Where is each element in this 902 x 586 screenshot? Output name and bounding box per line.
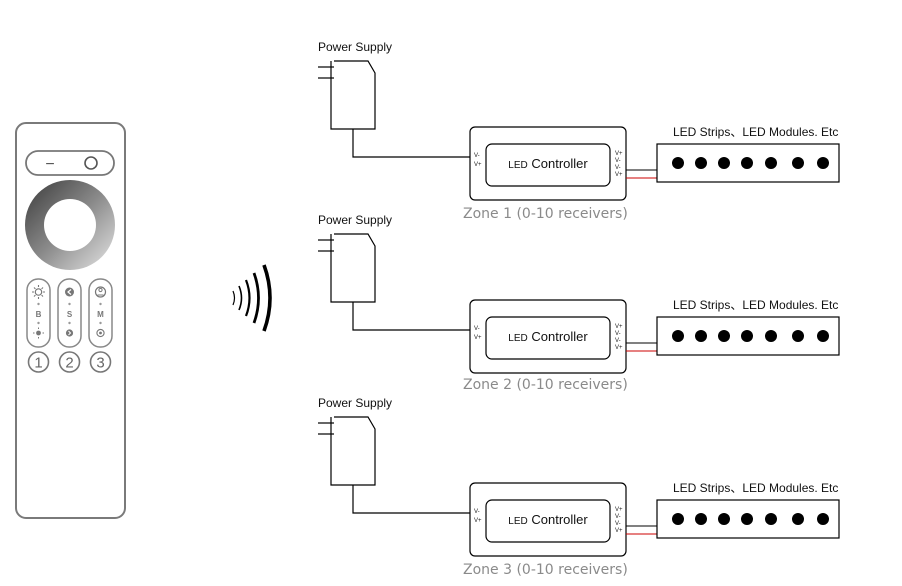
brightness-button[interactable]: B bbox=[26, 278, 51, 348]
output-pin-label: V- bbox=[615, 165, 621, 171]
zones: Power Supply LED Controller V- V+ V+ V- … bbox=[318, 40, 840, 578]
output-pin-label: V- bbox=[615, 514, 621, 520]
power-supply-label: Power Supply bbox=[318, 396, 392, 410]
led-dot bbox=[765, 330, 777, 342]
zone-2: Power Supply LED Controller V- V+ V+ V- … bbox=[318, 213, 840, 393]
mode-icon bbox=[94, 286, 107, 298]
led-dot bbox=[695, 330, 707, 342]
led-controller: LED Controller V- V+ V+ V- V- V+ bbox=[469, 126, 627, 201]
input-wire bbox=[352, 485, 470, 514]
led-dot bbox=[695, 157, 707, 169]
zone-1-button[interactable]: 1 bbox=[27, 351, 50, 373]
input-pin-label: V- bbox=[474, 326, 480, 332]
led-strip bbox=[656, 143, 840, 183]
input-pin-label: V+ bbox=[474, 335, 482, 341]
output-pin-label: V+ bbox=[615, 324, 623, 330]
speed-up-icon bbox=[65, 287, 74, 297]
led-dot bbox=[741, 330, 753, 342]
power-supply-label: Power Supply bbox=[318, 213, 392, 227]
speed-down-icon bbox=[65, 329, 74, 337]
led-dot bbox=[792, 330, 804, 342]
power-supply bbox=[318, 416, 376, 486]
wireless-signal-icon bbox=[232, 264, 272, 332]
led-dot bbox=[718, 513, 730, 525]
output-pin-label: V+ bbox=[615, 151, 623, 157]
led-dot bbox=[672, 330, 684, 342]
output-pin-label: V- bbox=[615, 338, 621, 344]
led-dot bbox=[672, 513, 684, 525]
color-temperature-wheel[interactable] bbox=[25, 180, 115, 270]
input-pin-label: V- bbox=[474, 509, 480, 515]
led-dot bbox=[792, 513, 804, 525]
speed-button[interactable]: S bbox=[57, 278, 82, 348]
zone-label: Zone 1 (0-10 receivers) bbox=[463, 206, 628, 222]
output-pin-label: V+ bbox=[615, 528, 623, 534]
input-wire bbox=[352, 302, 470, 331]
led-dot bbox=[741, 157, 753, 169]
led-dot bbox=[741, 513, 753, 525]
zone-buttons: 1 2 3 bbox=[27, 351, 112, 373]
zone-2-number: 2 bbox=[65, 355, 73, 372]
zone-1-number: 1 bbox=[34, 355, 42, 372]
remote-function-buttons: B S bbox=[26, 278, 113, 348]
power-button[interactable]: − bbox=[25, 150, 115, 176]
output-wires bbox=[626, 525, 657, 535]
power-supply bbox=[318, 60, 376, 130]
led-dot bbox=[817, 157, 829, 169]
controller-label: LED Controller bbox=[508, 329, 588, 344]
mode-letter: M bbox=[97, 310, 104, 319]
led-dot bbox=[718, 157, 730, 169]
output-pin-label: V- bbox=[615, 158, 621, 164]
output-pin-label: V- bbox=[615, 521, 621, 527]
led-dot bbox=[792, 157, 804, 169]
output-pin-label: V+ bbox=[615, 172, 623, 178]
led-controller: LED Controller V- V+ V+ V- V- V+ bbox=[469, 299, 627, 374]
controller-label: LED Controller bbox=[508, 512, 588, 527]
scene-icon bbox=[96, 328, 105, 338]
zone-2-button[interactable]: 2 bbox=[58, 351, 81, 373]
led-dot bbox=[718, 330, 730, 342]
led-dot bbox=[672, 157, 684, 169]
zone-3-button[interactable]: 3 bbox=[89, 351, 112, 373]
input-pin-label: V+ bbox=[474, 518, 482, 524]
mode-button[interactable]: M bbox=[88, 278, 113, 348]
output-pin-label: V+ bbox=[615, 507, 623, 513]
zone-label: Zone 2 (0-10 receivers) bbox=[463, 377, 628, 393]
led-strip bbox=[656, 499, 840, 539]
output-wires bbox=[626, 342, 657, 352]
zone-label: Zone 3 (0-10 receivers) bbox=[463, 562, 628, 578]
led-strip bbox=[656, 316, 840, 356]
zone-3: Power Supply LED Controller V- V+ V+ V- … bbox=[318, 396, 840, 578]
led-strip-label: LED Strips、LED Modules. Etc bbox=[673, 481, 838, 495]
led-dot bbox=[695, 513, 707, 525]
led-dot bbox=[817, 513, 829, 525]
speed-letter: S bbox=[67, 310, 73, 319]
off-icon: − bbox=[45, 156, 54, 173]
led-dot bbox=[765, 157, 777, 169]
power-supply-label: Power Supply bbox=[318, 40, 392, 54]
brightness-letter: B bbox=[36, 310, 42, 319]
input-wire bbox=[352, 129, 470, 158]
led-controller: LED Controller V- V+ V+ V- V- V+ bbox=[469, 482, 627, 557]
remote-control: − B bbox=[15, 122, 126, 519]
on-icon bbox=[84, 156, 98, 170]
led-dot bbox=[817, 330, 829, 342]
led-dot bbox=[765, 513, 777, 525]
controller-label: LED Controller bbox=[508, 156, 588, 171]
output-pin-label: V+ bbox=[615, 345, 623, 351]
input-pin-label: V+ bbox=[474, 162, 482, 168]
power-supply bbox=[318, 233, 376, 303]
led-strip-label: LED Strips、LED Modules. Etc bbox=[673, 125, 838, 139]
brightness-up-icon bbox=[32, 285, 45, 299]
output-wires bbox=[626, 169, 657, 179]
output-pin-label: V- bbox=[615, 331, 621, 337]
brightness-down-icon bbox=[33, 327, 44, 339]
zone-1: Power Supply LED Controller V- V+ V+ V- … bbox=[318, 40, 840, 222]
zone-3-number: 3 bbox=[96, 355, 104, 372]
led-strip-label: LED Strips、LED Modules. Etc bbox=[673, 298, 838, 312]
input-pin-label: V- bbox=[474, 153, 480, 159]
